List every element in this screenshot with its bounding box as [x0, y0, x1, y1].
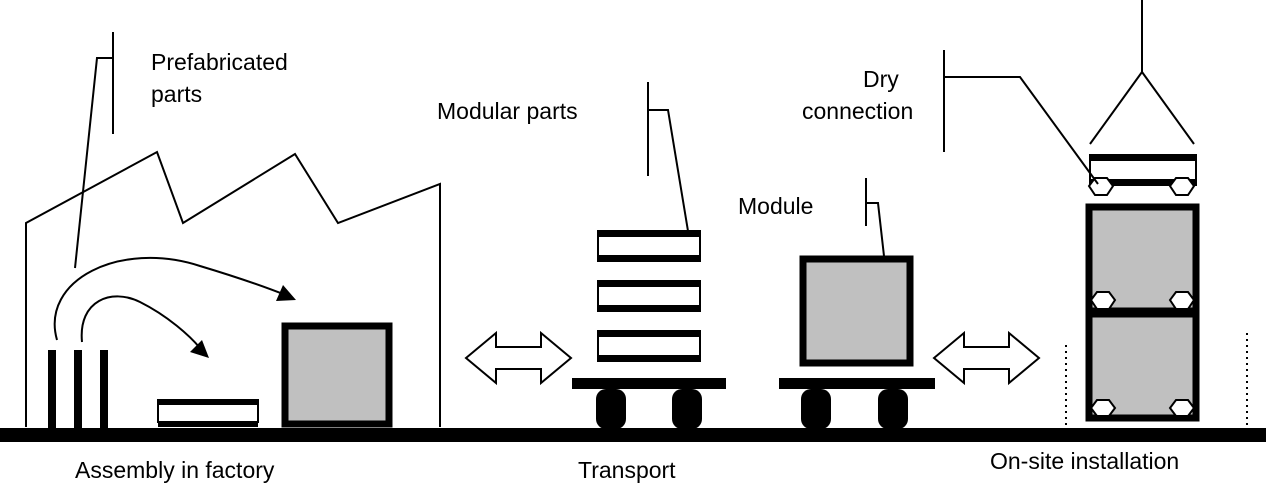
prefab-callout-line	[74, 57, 113, 269]
installation-caption: On-site installation	[990, 448, 1179, 474]
modular-part-band	[598, 355, 700, 361]
prefab-bar	[74, 350, 82, 428]
prefab-label-line2: parts	[151, 81, 202, 107]
ground-line	[0, 428, 1266, 442]
modular-part-band	[598, 255, 700, 261]
flat-panel-bottom-band	[158, 421, 258, 427]
prefab-bar	[100, 350, 108, 428]
dry-label-line1: Dry	[863, 66, 899, 92]
truck-wheel-icon	[672, 389, 702, 429]
curved-arrow-icon	[53, 257, 289, 341]
double-arrow-icon	[464, 330, 573, 386]
connector-icon	[1089, 399, 1117, 417]
truck-wheel-icon	[596, 389, 626, 429]
dry-callout-line	[944, 76, 1099, 185]
modular-parts-label: Modular parts	[437, 98, 578, 124]
connector-icon	[1168, 291, 1196, 310]
lifted-part-band	[1090, 179, 1196, 185]
factory-outline	[25, 150, 441, 427]
lifted-part-band	[1090, 155, 1196, 161]
connector-icon	[1168, 399, 1196, 417]
double-arrow-icon	[932, 330, 1041, 386]
modular-callout-line	[648, 109, 689, 232]
dry-label-line2: connection	[802, 98, 913, 124]
modular-part-band	[598, 305, 700, 311]
connector-icon	[1087, 177, 1115, 196]
arrowhead-icon	[276, 285, 296, 301]
factory-module	[281, 322, 393, 428]
curved-arrow-icon	[80, 295, 201, 349]
modular-part-band	[598, 281, 700, 287]
module-label: Module	[738, 193, 813, 219]
truck-bed	[572, 378, 726, 389]
truck-wheel-icon	[878, 389, 908, 429]
module-callout-line	[866, 202, 885, 257]
connector-icon	[1168, 177, 1196, 196]
arrowhead-icon	[190, 340, 209, 358]
connector-icon	[1089, 291, 1117, 310]
prefab-bar	[48, 350, 56, 428]
modular-part-band	[598, 231, 700, 237]
module-box	[799, 255, 914, 367]
transport-caption: Transport	[578, 457, 676, 483]
modular-part-band	[598, 331, 700, 337]
flat-panel-top-band	[158, 399, 258, 405]
assembly-caption: Assembly in factory	[75, 457, 275, 483]
truck-wheel-icon	[801, 389, 831, 429]
truck-bed	[779, 378, 935, 389]
prefab-label-line1: Prefabricated	[151, 49, 288, 75]
crane-sling	[1089, 70, 1195, 145]
